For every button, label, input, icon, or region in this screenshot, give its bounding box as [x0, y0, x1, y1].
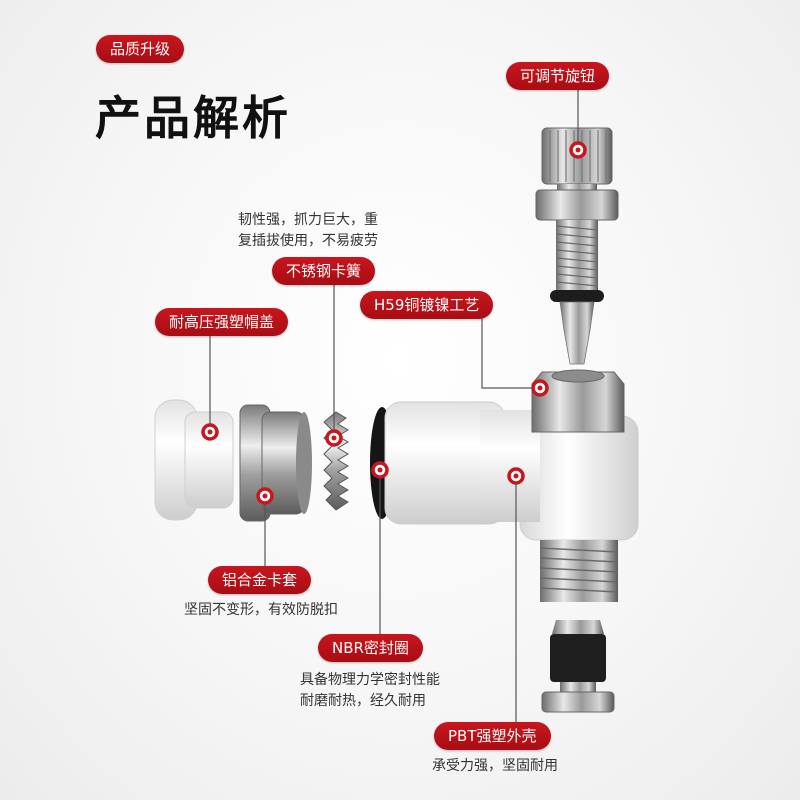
stainless-spring	[323, 411, 349, 511]
label-seal: NBR密封圈	[318, 634, 423, 662]
label-spring: 不锈钢卡簧	[272, 257, 376, 285]
pressure-cap	[154, 399, 234, 521]
quality-badge: 品质升级	[96, 35, 185, 63]
main-body	[370, 369, 639, 602]
adjustable-knob	[535, 127, 619, 365]
label-brass: H59铜镀镍工艺	[360, 291, 494, 319]
hotspot-seal	[371, 461, 389, 479]
page-title: 产品解析	[95, 91, 291, 145]
desc-seal-line1: 具备物理力学密封性能	[300, 672, 440, 688]
hotspot-cap	[201, 423, 219, 441]
desc-shell: 承受力强，坚固耐用	[432, 758, 558, 774]
hotspot-spring	[325, 429, 343, 447]
hotspot-shell	[507, 467, 525, 485]
desc-seal: 具备物理力学密封性能 耐磨耐热，经久耐用	[300, 670, 440, 712]
hotspot-brass	[531, 379, 549, 397]
desc-sleeve: 坚固不变形，有效防脱扣	[184, 602, 338, 618]
label-cap: 耐高压强塑帽盖	[155, 308, 289, 336]
hotspot-sleeve	[256, 487, 274, 505]
aluminum-sleeve	[239, 404, 312, 522]
desc-spring-line2: 复插拔使用，不易疲劳	[238, 233, 378, 249]
hotspot-knob	[569, 141, 587, 159]
desc-seal-line2: 耐磨耐热，经久耐用	[300, 693, 426, 709]
label-sleeve: 铝合金卡套	[208, 566, 312, 594]
label-shell: PBT强塑外壳	[434, 722, 551, 750]
desc-spring: 韧性强，抓力巨大，重 复插拔使用，不易疲劳	[238, 210, 378, 252]
bottom-fitting	[541, 620, 615, 713]
label-knob: 可调节旋钮	[506, 62, 610, 90]
desc-spring-line1: 韧性强，抓力巨大，重	[238, 212, 378, 228]
